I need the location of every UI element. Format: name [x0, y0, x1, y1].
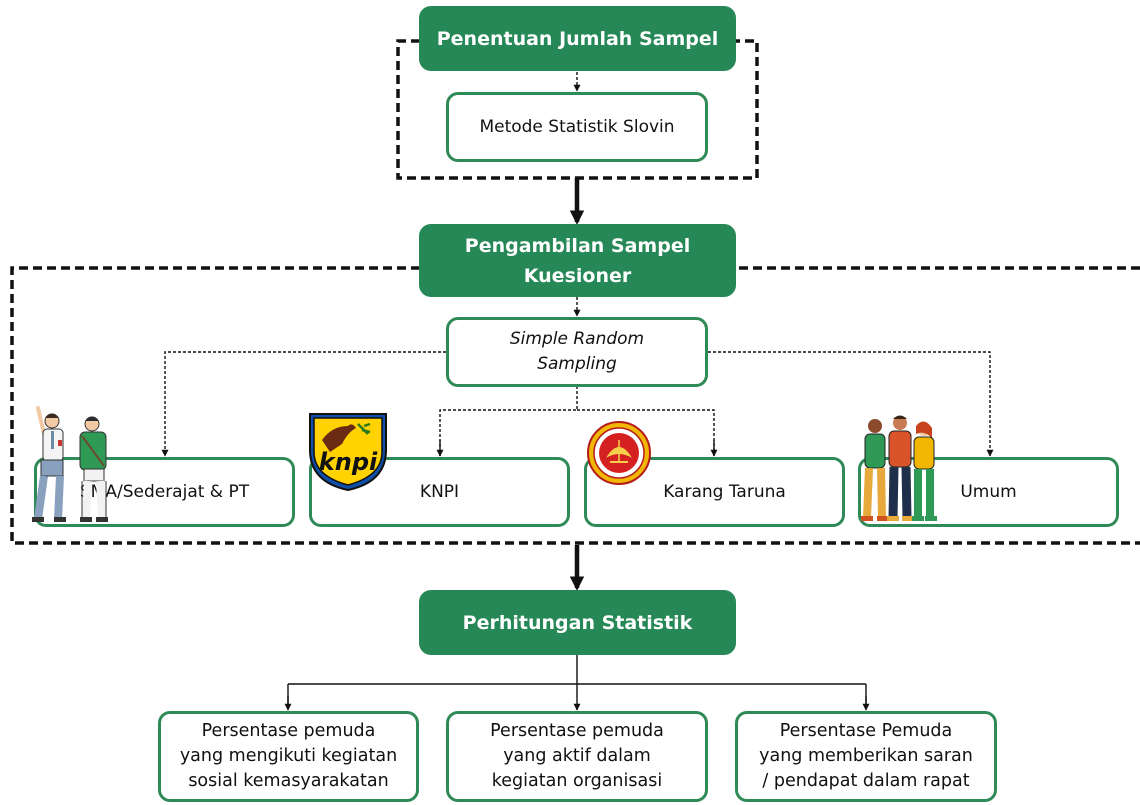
knpi-logo-icon: knpi — [309, 413, 387, 492]
random-sampling-label-line1: Simple Random — [509, 329, 645, 349]
group-umum-label: Umum — [960, 481, 1017, 502]
karang-taruna-logo-icon — [587, 421, 651, 485]
knpi-logo-text: knpi — [319, 448, 378, 476]
sample-size-label: Penentuan Jumlah Sampel — [436, 27, 719, 50]
statistics-label: Perhitungan Statistik — [462, 611, 693, 634]
random-sampling-box: Simple Random Sampling — [446, 317, 708, 387]
output-organization-box: Persentase pemuda yang aktif dalam kegia… — [446, 711, 708, 802]
statistics-box: Perhitungan Statistik — [419, 590, 736, 655]
people-illustration-icon — [861, 415, 937, 521]
sampling-label: Pengambilan Sampel Kuesioner — [464, 234, 691, 287]
group-frame-sampling — [10, 266, 1140, 545]
group-sma-box: SMA/Sederajat & PT — [34, 457, 295, 527]
random-sampling-label-line2: Sampling — [537, 354, 617, 374]
sampling-box: Pengambilan Sampel Kuesioner — [419, 224, 736, 297]
group-umum-box: Umum — [858, 457, 1119, 527]
group-knpi-label: KNPI — [419, 481, 460, 502]
group-karang-taruna-label: Karang Taruna — [663, 481, 786, 502]
branch-right — [708, 351, 994, 457]
output-opinion-label: Persentase Pemuda yang memberikan saran … — [759, 721, 973, 791]
students-illustration-icon — [32, 406, 108, 522]
output-opinion-box: Persentase Pemuda yang memberikan saran … — [735, 711, 997, 802]
output-social-box: Persentase pemuda yang mengikuti kegiata… — [158, 711, 419, 802]
branch-middle — [439, 386, 715, 456]
group-sma-label: SMA/Sederajat & PT — [79, 481, 250, 502]
slovin-label: Metode Statistik Slovin — [479, 116, 675, 137]
output-organization-label: Persentase pemuda yang aktif dalam kegia… — [490, 721, 664, 791]
branch-left — [161, 351, 446, 457]
slovin-box: Metode Statistik Slovin — [446, 92, 708, 162]
output-social-label: Persentase pemuda yang mengikuti kegiata… — [179, 721, 398, 791]
sample-size-box: Penentuan Jumlah Sampel — [419, 6, 736, 71]
